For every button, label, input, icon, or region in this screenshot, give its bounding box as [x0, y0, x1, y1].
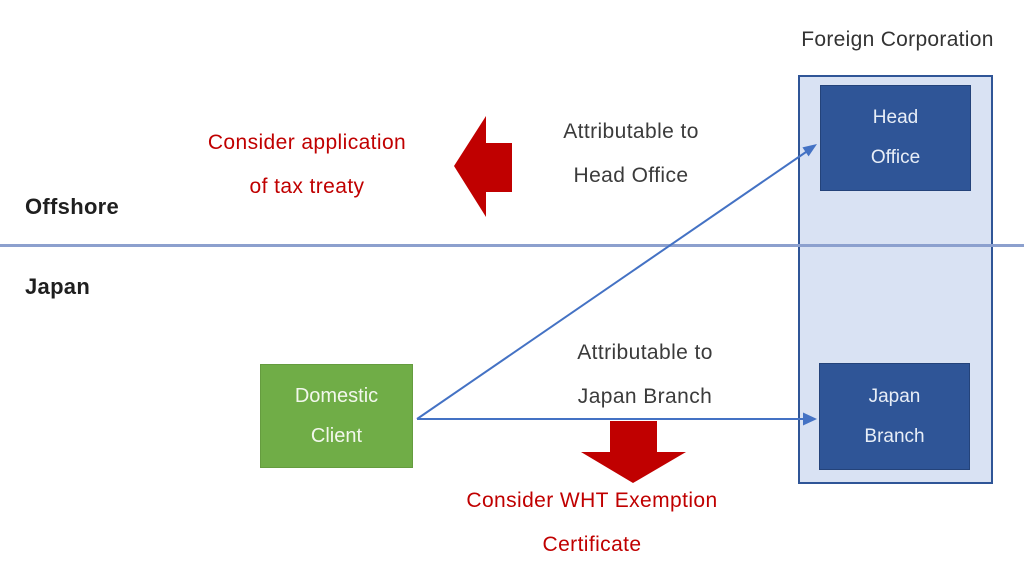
foreign-corporation-label: Foreign Corporation	[801, 28, 994, 51]
consider-tax-treaty-label: Consider application of tax treaty	[207, 131, 407, 198]
offshore-region-label: Offshore	[25, 194, 120, 219]
attributable-to-japan-branch-label: Attributable to Japan Branch	[577, 341, 713, 408]
domestic-client-box: Domestic Client	[260, 364, 413, 468]
offshore-japan-divider-line	[0, 244, 1024, 247]
attributable-to-head-office-label: Attributable to Head Office	[563, 120, 699, 187]
red-left-block-arrow-icon	[454, 116, 512, 217]
head-office-box: Head Office	[820, 85, 971, 191]
consider-wht-exemption-label: Consider WHT Exemption Certificate	[466, 489, 718, 556]
japan-branch-box: Japan Branch	[819, 363, 970, 470]
red-down-block-arrow-icon	[581, 421, 686, 483]
japan-region-label: Japan	[25, 274, 91, 299]
